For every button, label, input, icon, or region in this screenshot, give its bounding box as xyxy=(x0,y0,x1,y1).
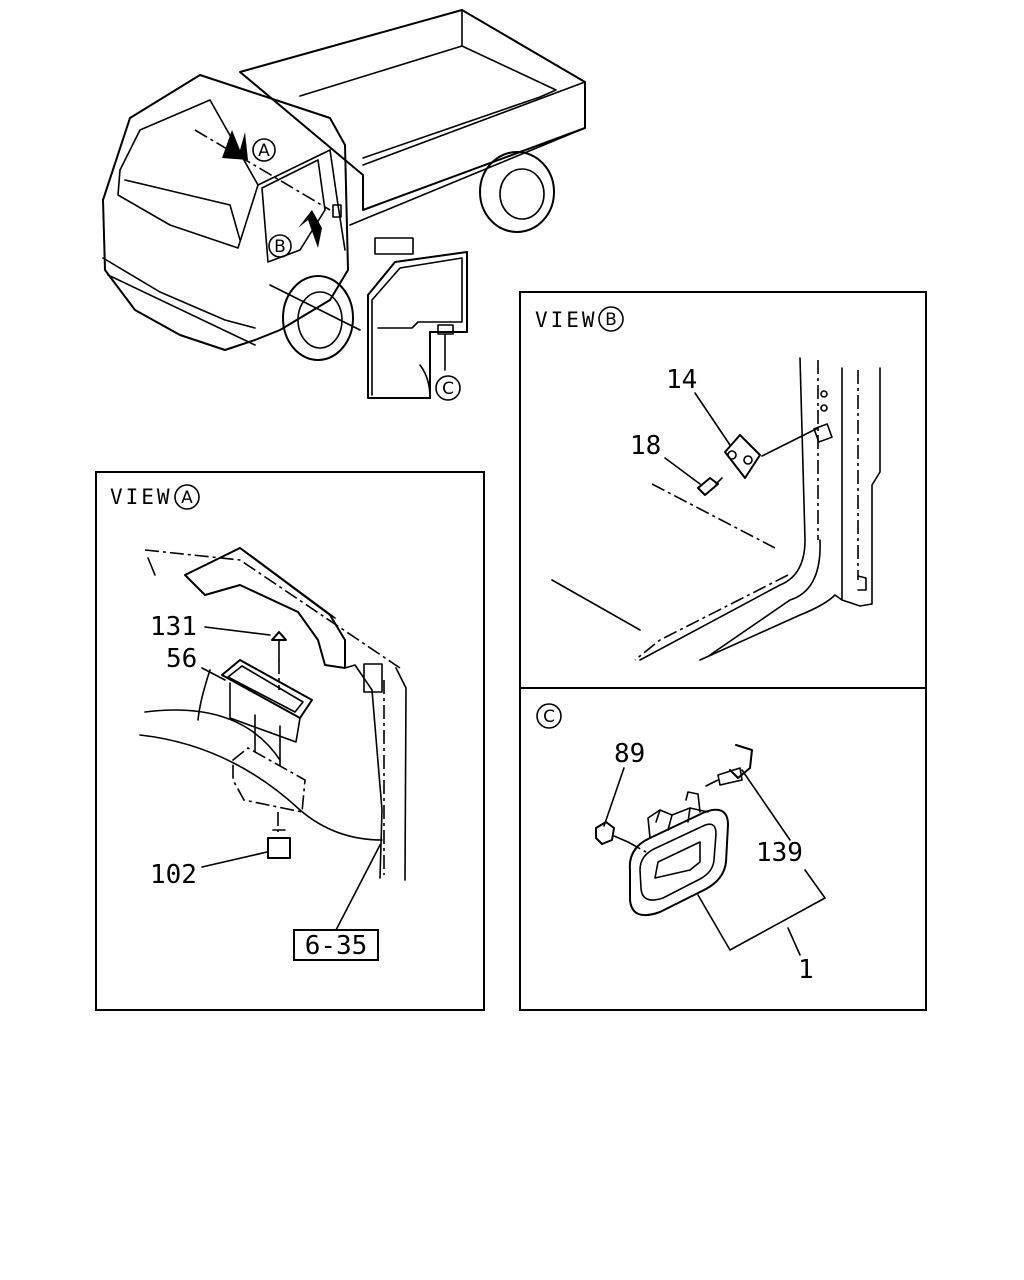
ref-box xyxy=(293,929,379,961)
label-18: 18 xyxy=(630,431,661,461)
view-b-frame xyxy=(519,291,927,689)
label-1: 1 xyxy=(798,955,814,985)
front-wheel xyxy=(282,275,354,361)
arrow-b-icon xyxy=(298,210,322,248)
callout-c: C xyxy=(442,379,454,399)
view-a-frame xyxy=(95,471,485,1011)
part-102-clip xyxy=(267,837,291,859)
callout-a-circle xyxy=(252,138,276,162)
label-139: 139 xyxy=(756,838,803,868)
ref-6-35: 6-35 xyxy=(305,931,368,961)
view-a-letter: A xyxy=(181,488,193,508)
part-56-lamp xyxy=(221,659,313,719)
view-c-panel: C 89 139 1 xyxy=(519,687,927,1011)
truck-overview: A B xyxy=(102,9,586,361)
callout-a: A xyxy=(258,141,270,161)
door-detail: C xyxy=(367,251,468,401)
part-1-door-handle xyxy=(628,808,729,916)
view-b-panel: VIEW B 14 18 xyxy=(519,291,927,689)
arrow-a-icon xyxy=(222,130,248,160)
view-b-letter: B xyxy=(605,310,617,330)
callout-b-circle xyxy=(268,234,292,258)
view-c-letter: C xyxy=(543,707,555,727)
cargo-bed-outline xyxy=(239,9,586,211)
windshield xyxy=(117,99,259,249)
part-14-striker xyxy=(724,434,761,479)
callout-b: B xyxy=(274,237,286,257)
label-131: 131 xyxy=(150,612,197,642)
label-56: 56 xyxy=(166,644,197,674)
view-a-panel: VIEW A 131 56 xyxy=(95,471,485,1011)
label-14: 14 xyxy=(666,365,697,395)
door-outline xyxy=(367,251,468,399)
part-139-clip xyxy=(729,744,753,779)
part-18-screw xyxy=(697,477,719,496)
callout-c-circle xyxy=(435,375,461,401)
view-b-title: VIEW xyxy=(535,308,598,332)
view-a-title: VIEW xyxy=(110,485,173,509)
rear-wheel xyxy=(479,151,555,233)
view-c-frame xyxy=(519,687,927,1011)
label-89: 89 xyxy=(614,739,645,769)
label-102: 102 xyxy=(150,860,197,890)
